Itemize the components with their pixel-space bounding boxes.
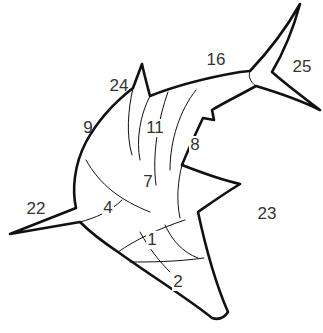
callout-number: 24	[109, 77, 130, 95]
callout-number: 22	[26, 200, 47, 218]
callout-number: 2	[172, 273, 183, 291]
callout-number: 7	[142, 173, 153, 191]
callout-number: 1	[146, 231, 157, 249]
callout-number: 8	[189, 136, 200, 154]
callout-number: 16	[206, 51, 227, 69]
callout-number: 23	[257, 205, 278, 223]
callout-number: 11	[145, 119, 165, 137]
callout-number: 25	[292, 58, 313, 76]
callout-number: 9	[82, 119, 93, 137]
callout-number: 4	[102, 199, 113, 217]
